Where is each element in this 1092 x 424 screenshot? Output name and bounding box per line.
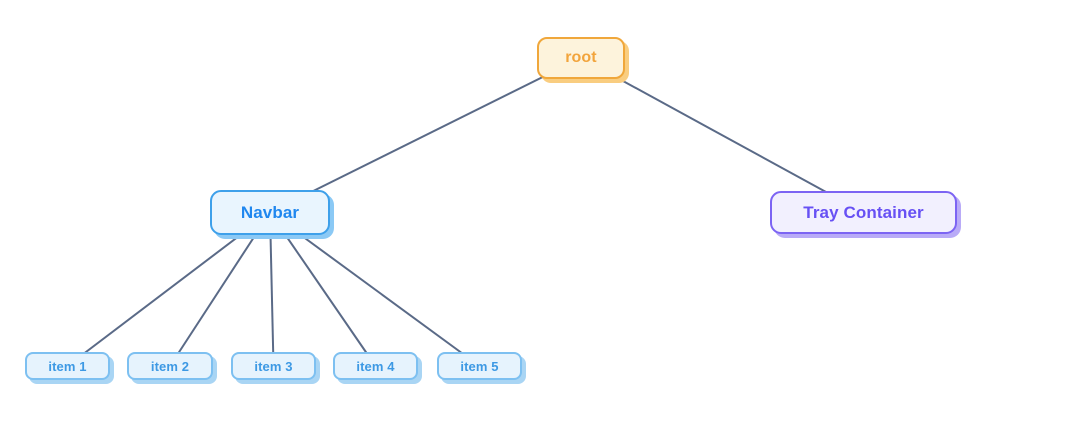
edge-root-navbar	[269, 57, 582, 214]
node-label-item-5: item 5	[460, 358, 499, 374]
tree-node-root[interactable]: root	[537, 37, 625, 79]
tree-node-item-4[interactable]: item 4	[333, 352, 418, 380]
tree-node-tray-container[interactable]: Tray Container	[770, 191, 957, 234]
edge-navbar-item-5	[269, 211, 481, 367]
node-label-tray-container: Tray Container	[803, 202, 924, 222]
tree-node-navbar[interactable]: Navbar	[210, 190, 330, 235]
node-label-item-1: item 1	[48, 358, 87, 374]
tree-node-item-2[interactable]: item 2	[127, 352, 213, 380]
tree-node-item-3[interactable]: item 3	[231, 352, 316, 380]
node-label-navbar: Navbar	[240, 202, 300, 222]
tree-node-item-1[interactable]: item 1	[25, 352, 110, 380]
edge-navbar-item-1	[66, 211, 271, 367]
edge-root-tray-container	[580, 57, 864, 214]
node-label-root: root	[565, 49, 597, 66]
tree-node-item-5[interactable]: item 5	[437, 352, 522, 380]
node-label-item-4: item 4	[356, 358, 395, 374]
node-label-item-3: item 3	[254, 358, 293, 374]
edge-navbar-item-4	[269, 211, 377, 367]
edge-navbar-item-3	[269, 212, 275, 367]
edge-navbar-item-2	[169, 211, 271, 367]
node-label-item-2: item 2	[150, 358, 190, 374]
